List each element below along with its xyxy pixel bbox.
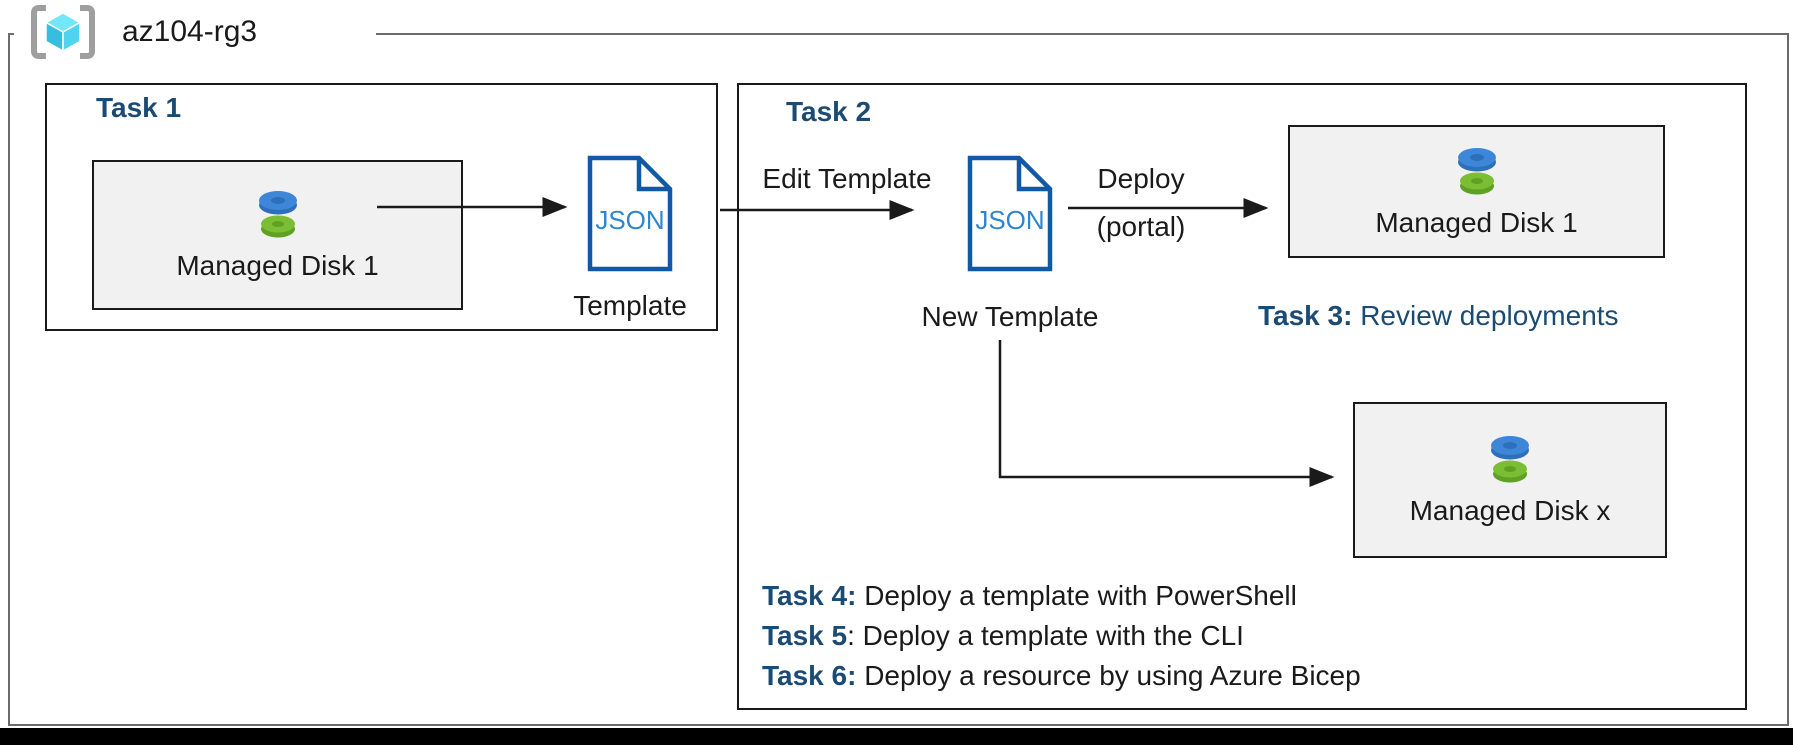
task-list: Task 4: Deploy a template with PowerShel… (762, 576, 1361, 696)
managed-disk-x-box: Managed Disk x (1353, 402, 1667, 558)
resource-group-border (8, 33, 1789, 726)
managed-disk-1-label: Managed Disk 1 (176, 250, 379, 281)
bottom-black-bar (0, 728, 1793, 745)
task2-title: Task 2 (786, 96, 872, 127)
resource-group-icon (31, 5, 95, 59)
task6-text: Deploy a resource by using Azure Bicep (856, 660, 1361, 691)
task1-title: Task 1 (96, 92, 182, 123)
new-template-caption: New Template (921, 301, 1099, 332)
template-caption: Template (573, 290, 687, 321)
deploy-arrow-label: Deploy (1097, 163, 1185, 194)
managed-disk-icon (258, 191, 297, 238)
task4-text: Deploy a template with PowerShell (856, 580, 1297, 611)
task4-line: Task 4: Deploy a template with PowerShel… (762, 576, 1361, 616)
deploy-portal-sublabel: (portal) (1096, 211, 1186, 242)
json-file-text: JSON (595, 205, 665, 235)
json-file-icon-template: JSON (587, 155, 673, 272)
resource-group-name: az104-rg3 (122, 15, 258, 48)
json-file-outline-icon (587, 155, 673, 272)
json-file-icon-new-template: JSON (967, 155, 1053, 272)
managed-disk-icon (1457, 147, 1496, 194)
managed-disk-x-label: Managed Disk x (1409, 495, 1611, 526)
edit-template-arrow-label: Edit Template (762, 163, 932, 194)
task3-text: Review deployments (1352, 300, 1619, 331)
task5-label: Task 5 (762, 620, 848, 651)
managed-disk-1-box-task1: Managed Disk 1 (92, 160, 463, 310)
managed-disk-1-box-task2: Managed Disk 1 (1288, 125, 1665, 258)
task3-label: Task 3: (1258, 300, 1353, 331)
managed-disk-1-label: Managed Disk 1 (1375, 206, 1578, 238)
task4-label: Task 4: (762, 580, 857, 611)
task6-line: Task 6: Deploy a resource by using Azure… (762, 656, 1361, 696)
task6-label: Task 6: (762, 660, 857, 691)
resource-group-header: az104-rg3 (14, 1, 376, 63)
task5-line: Task 5: Deploy a template with the CLI (762, 616, 1361, 656)
task3-annotation: Task 3: Review deployments (1258, 300, 1619, 332)
json-file-outline-icon (967, 155, 1053, 272)
managed-disk-icon (1491, 436, 1529, 483)
task5-text: : Deploy a template with the CLI (847, 620, 1244, 651)
json-file-text: JSON (975, 205, 1045, 235)
